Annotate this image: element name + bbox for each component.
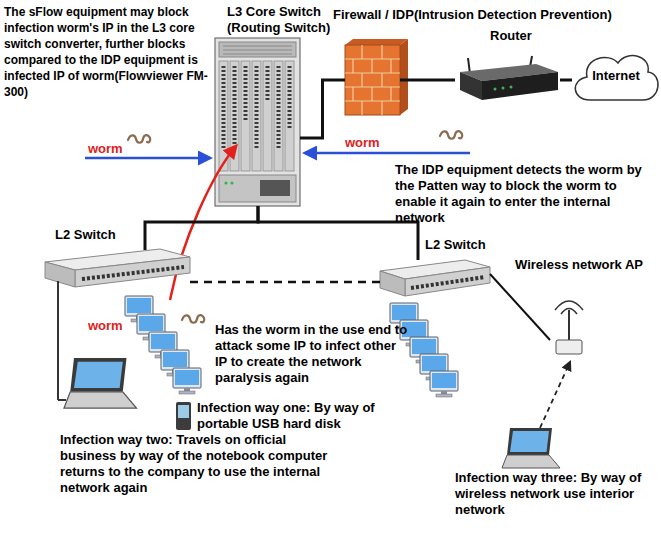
pc-monitor	[173, 368, 201, 394]
l2-switch: L2 Switch	[45, 250, 190, 288]
worm-label: worm	[345, 135, 405, 151]
status-led	[230, 181, 233, 184]
worm-icon	[440, 131, 462, 139]
device-label: Firewall / IDP(Intrusion Detection Preve…	[333, 7, 653, 23]
chassis-power	[219, 175, 296, 202]
device-screen	[178, 405, 189, 418]
brick-lines	[345, 45, 400, 115]
chassis-vent	[223, 46, 292, 54]
cable	[58, 399, 66, 401]
infection-arrow	[170, 146, 236, 300]
ap-antenna	[568, 310, 570, 340]
device-label: Router	[490, 28, 570, 44]
switch-side	[45, 262, 75, 287]
firewall-top	[345, 39, 408, 45]
network-link	[300, 80, 345, 138]
chassis-card	[263, 61, 272, 171]
firewall-wall	[345, 45, 400, 115]
network-link	[400, 79, 455, 82]
chassis-body	[215, 38, 300, 206]
pc-monitor	[430, 371, 458, 397]
device-label: Internet	[572, 68, 660, 84]
worm-flow-arrow	[305, 152, 470, 155]
firewall-side	[400, 39, 408, 115]
router-side	[460, 72, 482, 100]
callout-note: The IDP equipment detects the worm by th…	[395, 162, 647, 226]
wireless-link	[540, 362, 570, 428]
cable	[57, 281, 59, 400]
wireless-signal	[555, 301, 583, 310]
power-module	[260, 180, 290, 196]
device-label: Wireless network AP	[515, 257, 661, 273]
worm-label: worm	[88, 318, 148, 334]
wireless-signal	[561, 309, 577, 315]
callout-note: Infection way one: By way of portable US…	[197, 400, 417, 432]
worm-label: worm	[88, 141, 148, 157]
network-link	[258, 206, 418, 260]
switch-front	[75, 257, 190, 287]
status-led	[502, 87, 505, 90]
device-label: L3 Core Switch (Routing Switch)	[227, 4, 347, 36]
worm-icon	[182, 315, 204, 323]
internet-cloud: Internet	[572, 52, 660, 102]
router: Router	[455, 55, 560, 105]
callout-note: Infection way two: Travels on official b…	[60, 432, 332, 496]
device-label: L2 Switch	[55, 227, 155, 243]
callout-note: Infection way three: By way of wireless …	[455, 470, 660, 518]
switch-side	[380, 271, 405, 296]
worm-flow-arrow	[85, 157, 210, 160]
portable-device	[176, 402, 191, 430]
firewall: Firewall / IDP(Intrusion Detection Preve…	[345, 45, 400, 115]
core-switch: L3 Core Switch (Routing Switch)	[215, 38, 300, 206]
callout-note: The sFlow equipment may block infection …	[4, 4, 216, 100]
notebook	[64, 358, 137, 408]
network-link	[145, 206, 258, 250]
device-label: L2 Switch	[425, 237, 505, 253]
callout-note: Has the worm in the use end to attack so…	[215, 322, 410, 386]
ap-body	[556, 340, 582, 354]
status-led	[494, 88, 497, 91]
network-link	[560, 79, 572, 82]
status-led	[224, 181, 227, 184]
status-led	[510, 86, 513, 89]
chassis-ports	[224, 66, 290, 150]
network-link	[190, 281, 380, 284]
wireless-ap: Wireless network AP	[550, 300, 586, 358]
notebook	[502, 428, 560, 468]
network-link	[490, 274, 550, 340]
worm-icon	[128, 135, 150, 143]
switch-ports	[411, 277, 485, 288]
router-front	[482, 72, 558, 100]
l2-switch: L2 Switch	[380, 260, 490, 297]
switch-ports	[82, 267, 184, 279]
switch-front	[405, 267, 490, 296]
chassis-fan	[219, 42, 296, 57]
